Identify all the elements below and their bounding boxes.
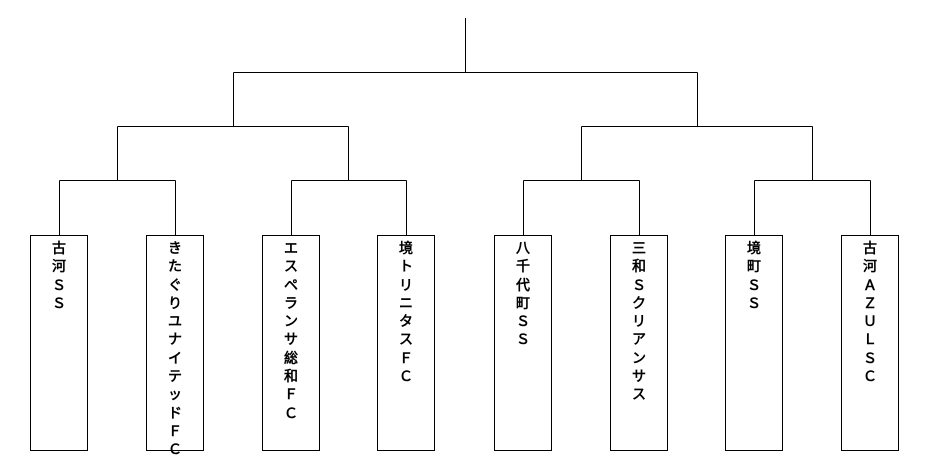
team-name: きたぐりユナイテッドＦＣ xyxy=(168,241,182,459)
team-box-5: 八千代町ＳＳ xyxy=(494,235,552,451)
team-box-7: 境町ＳＳ xyxy=(725,235,783,451)
team-box-2: きたぐりユナイテッドＦＣ xyxy=(146,235,204,458)
team-box-1: 古河ＳＳ xyxy=(30,235,88,451)
team-name: 境町ＳＳ xyxy=(747,241,761,312)
team-box-6: 三和Ｓクリアンサス xyxy=(610,235,668,451)
team-name: エスペランサ総和ＦＣ xyxy=(284,241,298,422)
team-box-4: 境トリニタスＦＣ xyxy=(377,235,435,451)
team-name: 古河ＡＺＵＬ ＳＣ xyxy=(863,241,891,386)
team-name: 三和Ｓクリアンサス xyxy=(632,241,646,404)
team-name: 境トリニタスＦＣ xyxy=(399,241,413,386)
team-name: 八千代町ＳＳ xyxy=(516,241,530,349)
team-name: 古河ＳＳ xyxy=(52,241,66,312)
team-box-3: エスペランサ総和ＦＣ xyxy=(262,235,320,451)
team-box-8: 古河ＡＺＵＬ ＳＣ xyxy=(841,235,899,451)
